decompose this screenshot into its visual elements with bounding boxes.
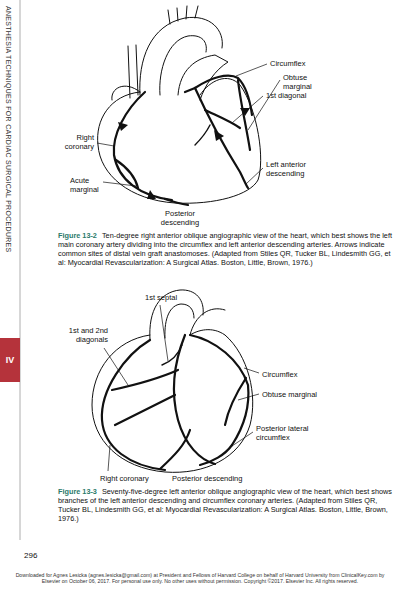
coronary-arteries	[185, 88, 195, 92]
anastomosis-arrows	[147, 190, 156, 199]
leader-lines	[246, 168, 263, 184]
artery-label: Right coronary	[100, 474, 160, 483]
artery-label: 1st diagonal	[266, 91, 316, 100]
figure-caption: Figure 13-3Seventy-five-degree left ante…	[58, 487, 393, 523]
margin-rule	[20, 0, 21, 540]
coronary-arteries	[112, 370, 178, 390]
heart-outline	[165, 304, 194, 338]
leader-lines	[160, 305, 168, 361]
leader-lines	[244, 368, 259, 373]
artery-label: Circumflex	[270, 59, 330, 68]
leader-lines	[232, 96, 263, 123]
leader-lines	[236, 64, 267, 76]
figure-number: Figure 13-2	[58, 231, 97, 240]
coronary-arteries	[238, 80, 250, 150]
artery-label: Obtuse marginal	[283, 73, 328, 91]
heart-outline	[98, 78, 261, 203]
anastomosis-arrows	[214, 130, 224, 141]
margin-rule	[20, 0, 21, 540]
running-head: ANESTHESIA TECHNIQUES FOR CARDIAC SURGIC…	[4, 6, 13, 253]
heart-outline	[128, 45, 138, 98]
heart-outline	[168, 6, 198, 24]
leader-lines	[104, 305, 259, 471]
artery-label: 1st and 2nd diagonals	[50, 326, 108, 344]
download-notice: Downloaded for Agnes Lesicka (agnes.lesi…	[6, 572, 394, 585]
artery-label: Obtuse marginal	[262, 390, 332, 399]
leader-lines	[104, 348, 128, 385]
coronary-arteries	[165, 199, 188, 205]
heart-outline	[98, 6, 261, 203]
coronary-arteries	[174, 335, 215, 464]
leader-lines	[97, 64, 280, 186]
artery-label: Right coronary	[50, 133, 94, 151]
leader-lines	[108, 445, 110, 471]
page-number: 296	[24, 551, 54, 561]
anastomosis-arrows	[118, 108, 250, 199]
leader-lines	[232, 432, 253, 446]
coronary-arteries	[115, 395, 175, 425]
heart-outline	[112, 86, 140, 100]
anastomosis-arrows	[118, 122, 128, 131]
heart-outline	[92, 290, 253, 472]
coronary-arteries	[190, 335, 248, 445]
section-tab: IV	[0, 338, 20, 382]
artery-label: Acute marginal	[70, 176, 106, 194]
coronary-arteries	[225, 378, 246, 425]
artery-label: 1st septal	[145, 293, 195, 302]
artery-label: Circumflex	[262, 370, 317, 379]
coronary-arteries	[160, 430, 190, 469]
coronary-arteries	[195, 76, 252, 115]
artery-label: Posterior descending	[158, 209, 202, 227]
artery-label: Posterior lateral circumflex	[256, 424, 320, 442]
artery-label: Left anterior descending	[266, 160, 316, 178]
heart-outline	[190, 309, 225, 335]
coronary-arteries	[102, 335, 249, 470]
coronary-arteries	[114, 92, 172, 200]
leader-lines	[238, 394, 259, 400]
caption-text: Ten-degree right anterior oblique angiog…	[58, 231, 392, 267]
coronary-arteries	[200, 445, 232, 465]
coronary-arteries	[102, 340, 165, 470]
tab-label: IV	[6, 355, 15, 365]
figure-caption: Figure 13-2Ten-degree right anterior obl…	[58, 231, 393, 267]
leader-lines	[103, 182, 136, 186]
heart-outline	[92, 330, 253, 473]
figure-number: Figure 13-3	[58, 487, 97, 496]
leader-lines	[97, 143, 114, 146]
coronary-arteries	[162, 345, 182, 365]
caption-text: Seventy-five-degree left anterior obliqu…	[58, 487, 392, 523]
coronary-arteries	[195, 88, 248, 188]
artery-label: Posterior descending	[172, 474, 252, 483]
coronary-arteries	[195, 125, 210, 145]
